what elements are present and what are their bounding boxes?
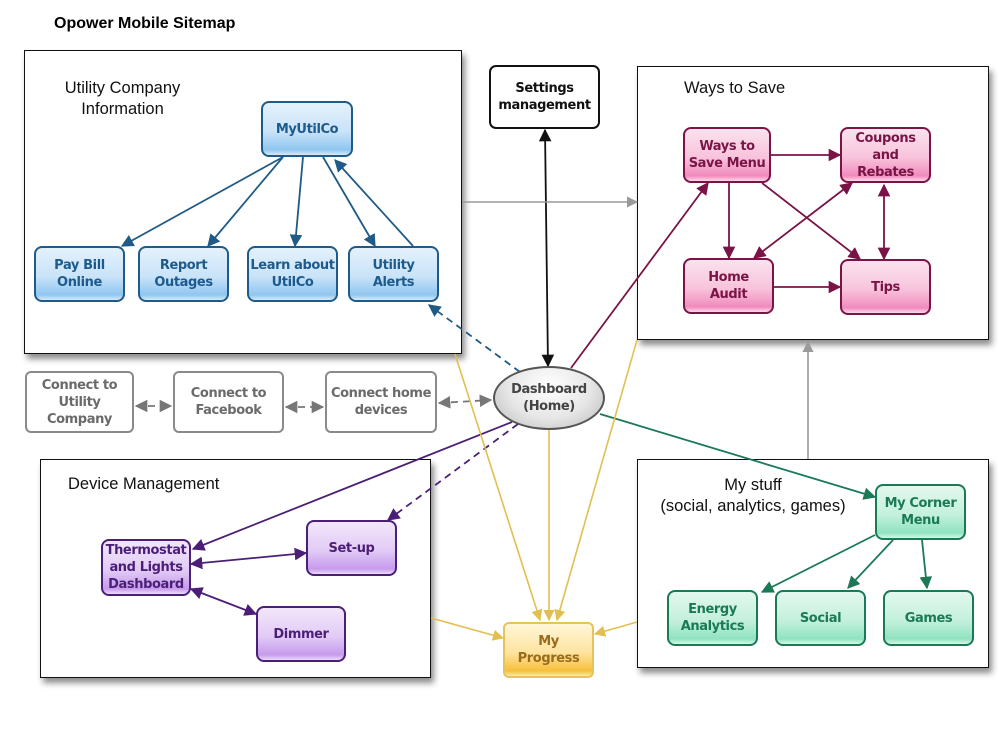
node-coupons-and-rebates[interactable]: Coupons and Rebates: [840, 127, 931, 183]
node-ways-to-save-menu[interactable]: Ways to Save Menu: [683, 127, 771, 183]
edge-dashboard-thermostat: [191, 421, 513, 551]
edge-dashboard-utility-alerts: [427, 304, 521, 373]
node-my-progress[interactable]: My Progress: [503, 622, 594, 678]
edge-my-corner-social: [847, 539, 894, 589]
node-utility-alerts[interactable]: Utility Alerts: [348, 246, 439, 302]
edge-dashboard-setup: [386, 423, 519, 521]
node-dimmer[interactable]: Dimmer: [256, 606, 346, 662]
edge-myutilco-utility-alerts: [322, 156, 376, 248]
node-learn-about-utilco[interactable]: Learn about UtilCo: [247, 246, 338, 302]
edge-thermostat-setup: [189, 547, 308, 570]
node-thermostat-and-lights-dashboard[interactable]: Thermostat and Lights Dashboard: [101, 539, 191, 596]
node-settings-management[interactable]: Settings management: [489, 65, 600, 129]
edge-connect-devices-dashboard: [437, 394, 493, 409]
node-tips[interactable]: Tips: [840, 259, 931, 315]
group-utility-company: [24, 50, 462, 354]
node-games[interactable]: Games: [883, 590, 974, 646]
node-my-corner-menu[interactable]: My Corner Menu: [875, 484, 966, 540]
group-label-device-management: Device Management: [68, 475, 220, 493]
edge-group-utility-my-progress: [454, 353, 543, 622]
edge-group-device-management-my-progress: [430, 617, 505, 641]
node-energy-analytics[interactable]: Energy Analytics: [667, 590, 758, 646]
edge-myutilco-pay-bill: [120, 156, 284, 247]
node-dashboard-home[interactable]: Dashboard (Home): [493, 366, 605, 430]
edge-group-ways-to-save-my-progress: [554, 339, 638, 622]
node-home-audit[interactable]: Home Audit: [683, 258, 774, 314]
edge-home-audit-coupons: [752, 182, 854, 259]
edge-my-corner-games: [919, 539, 933, 590]
node-connect-home-devices[interactable]: Connect home devices: [325, 371, 437, 433]
edge-thermostat-dimmer: [189, 587, 258, 616]
edge-utility-alerts-myutilco: [334, 159, 414, 247]
node-myutilco[interactable]: MyUtilCo: [261, 101, 353, 157]
node-report-outages[interactable]: Report Outages: [138, 246, 229, 302]
node-connect-to-facebook[interactable]: Connect to Facebook: [173, 371, 284, 433]
edge-myutilco-report-outages: [207, 156, 284, 247]
node-set-up[interactable]: Set-up: [306, 520, 397, 576]
edge-my-corner-energy-analytics: [760, 534, 876, 593]
edge-dashboard-ways-menu: [570, 181, 709, 369]
edge-group-my-stuff-my-progress: [593, 621, 638, 637]
group-label-utility: Utility Company Information: [64, 79, 181, 118]
edge-dashboard-settings: [538, 128, 555, 368]
group-label-my-stuff: My stuff (social, analytics, games): [660, 476, 846, 515]
diagram-title: Opower Mobile Sitemap: [54, 15, 236, 32]
node-connect-to-utility-company[interactable]: Connect to Utility Company: [25, 371, 134, 433]
edge-dashboard-my-corner: [599, 413, 877, 500]
node-social[interactable]: Social: [775, 590, 866, 646]
node-pay-bill-online[interactable]: Pay Bill Online: [34, 246, 125, 302]
edge-ways-menu-tips: [761, 182, 861, 260]
group-label-ways-to-save: Ways to Save: [684, 79, 786, 97]
edge-myutilco-learn-utilco: [289, 156, 304, 248]
